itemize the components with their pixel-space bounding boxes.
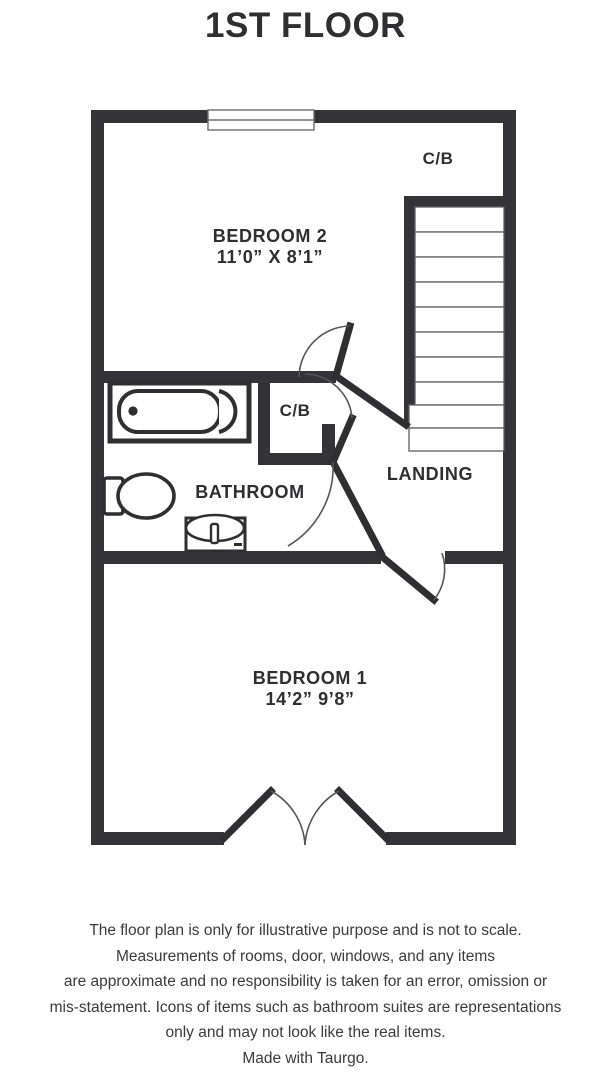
interior-wall-landing-upper: [284, 371, 336, 383]
room-name-bathroom: BATHROOM: [195, 482, 305, 502]
disclaimer-text: The floor plan is only for illustrative …: [0, 918, 611, 1071]
stair-treads-upper: [414, 206, 505, 406]
door-bedroom1-double: [219, 786, 391, 846]
staircase: [404, 196, 506, 452]
room-name-landing: LANDING: [386, 464, 474, 484]
interior-wall-bedroom1-divider: [91, 551, 516, 564]
exterior-walls: [91, 110, 516, 845]
room-name-bedroom-2: BEDROOM 2: [212, 226, 328, 246]
window-bedroom2: [207, 109, 315, 131]
floor-plan-svg: [91, 109, 516, 846]
closet-cb-bathroom: [258, 371, 335, 465]
closet-label-cb-top: C/B: [422, 149, 454, 168]
disclaimer-line-2: Measurements of rooms, door, windows, an…: [115, 947, 496, 965]
room-dimensions-bedroom-1: 14’2” 9’8”: [265, 689, 355, 710]
door-bathroom: [287, 461, 334, 547]
room-name-bedroom-1: BEDROOM 1: [252, 668, 368, 688]
door-closet-cb-bathroom: [304, 373, 357, 467]
disclaimer-line-3: are approximate and no responsibility is…: [63, 973, 548, 990]
disclaimer-line-4: mis-statement. Icons of items such as ba…: [49, 998, 562, 1016]
room-dimensions-bedroom-2: 11’0” X 8’1”: [216, 247, 324, 268]
interior-wall-bedroom2-bathroom: [91, 371, 284, 383]
stair-treads-lower: [408, 404, 505, 452]
page-title: 1ST FLOOR: [205, 6, 406, 45]
door-bedroom1: [433, 552, 446, 601]
door-bedroom2: [298, 321, 355, 381]
disclaimer-line-1: The floor plan is only for illustrative …: [89, 922, 522, 939]
disclaimer-attribution: Made with Taurgo.: [242, 1049, 369, 1067]
closet-label-cb-bathroom: C/B: [279, 401, 311, 420]
bathtub-icon: [107, 380, 252, 444]
floor-plan-drawing: [91, 109, 516, 846]
room-label-bedroom-1: BEDROOM 1 14’2” 9’8”: [170, 668, 450, 710]
landing-walls: [328, 371, 439, 605]
toilet-icon: [102, 472, 176, 520]
room-label-landing: LANDING: [330, 464, 530, 485]
sink-icon: [184, 513, 247, 553]
room-label-bathroom: BATHROOM: [120, 482, 380, 503]
room-label-bedroom-2: BEDROOM 2 11’0” X 8’1”: [130, 226, 410, 268]
disclaimer-line-5: only and may not look like the real item…: [165, 1024, 446, 1041]
